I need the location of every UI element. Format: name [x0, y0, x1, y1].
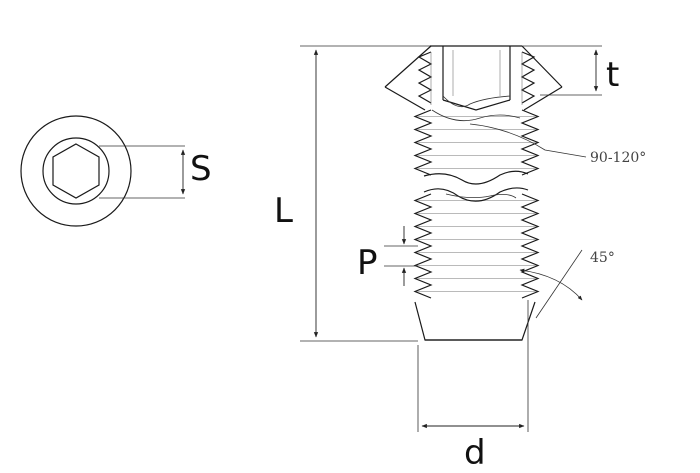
end-view-outer-circle [20, 115, 132, 227]
p-label: P [357, 243, 378, 283]
length-dimension: L [274, 45, 430, 342]
socket-depth-dimension: t [522, 45, 619, 96]
thread-flank [413, 193, 433, 299]
t-label: t [606, 55, 619, 95]
diameter-dimension: d [417, 300, 529, 473]
hex-socket-icon [52, 143, 100, 199]
socket-cone-bottom [442, 99, 511, 111]
chamfer-angle-label: 45° [590, 250, 615, 266]
break-line-bottom [423, 187, 529, 202]
thread-body [413, 109, 540, 299]
thread-flank [520, 193, 540, 299]
end-view-inner-circle [42, 137, 110, 205]
cone-left-upper [384, 45, 432, 88]
chamfer-angle-arc [519, 268, 583, 301]
screw-side-view [384, 45, 563, 341]
chamfer-angle-leader [535, 249, 583, 319]
cone-right-lower [523, 86, 563, 111]
chamfered-tip [414, 301, 536, 341]
point-angle-label: 90-120° [590, 150, 646, 166]
point-angle-callout: 90-120° [469, 123, 646, 166]
end-view: S [20, 115, 212, 227]
d-label: d [464, 433, 486, 473]
thread-flank [413, 109, 433, 176]
pitch-dimension: P [357, 226, 418, 286]
break-line-top [423, 170, 529, 185]
point-angle-leader [469, 123, 587, 158]
l-label: L [274, 191, 293, 231]
cone-right-upper [521, 45, 563, 88]
chamfer-angle-callout: 45° [519, 249, 615, 319]
s-label: S [190, 149, 212, 189]
thread-flank [520, 109, 540, 176]
cone-left-lower [384, 86, 426, 111]
